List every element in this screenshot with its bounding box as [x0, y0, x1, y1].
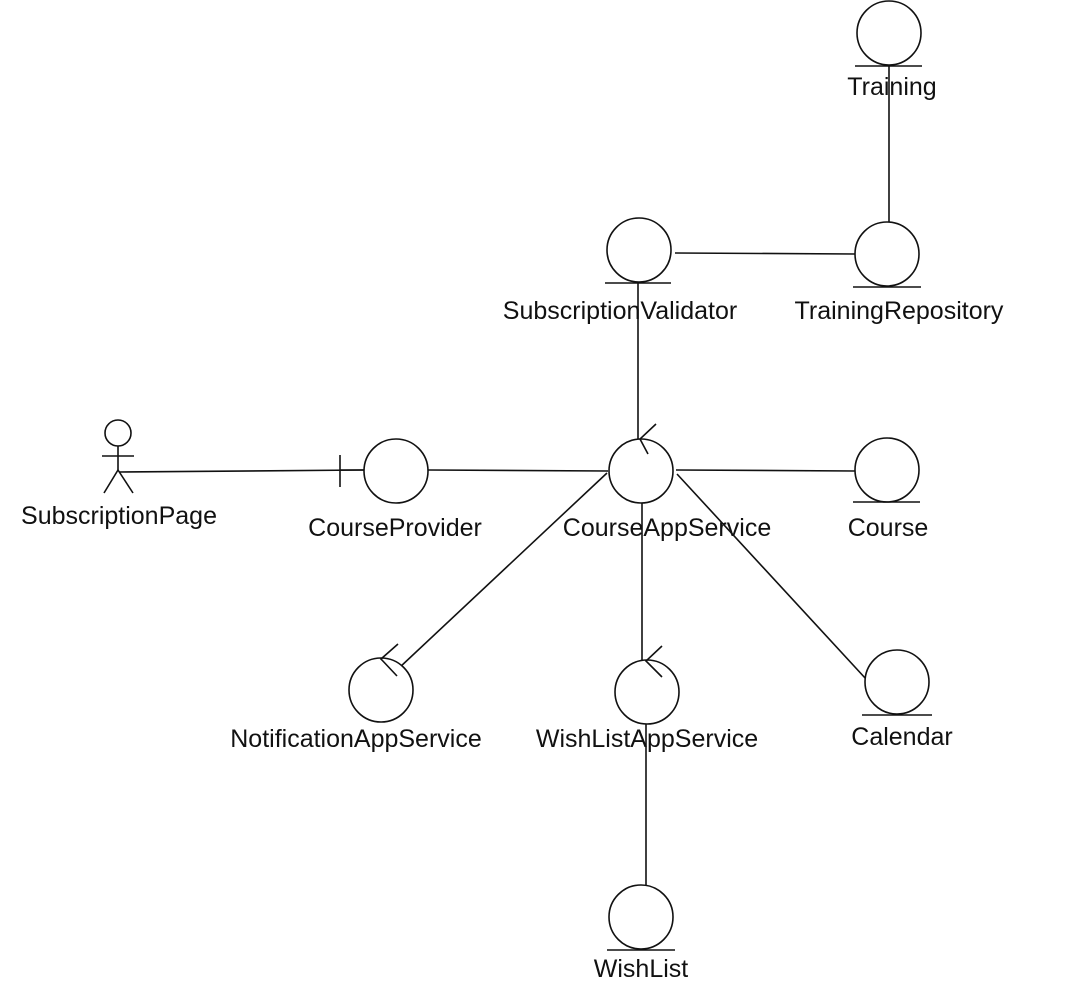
connection-subscriptionpage-courseprovider: [118, 469, 365, 473]
entity-circle: [854, 437, 920, 503]
control-label: NotificationAppService: [230, 725, 482, 753]
control-label: WishListAppService: [536, 725, 758, 753]
control-course-app-service[interactable]: CourseAppService: [563, 423, 771, 542]
entity-circle: [606, 217, 672, 283]
connection-courseappservice-course: [675, 469, 856, 472]
connection-courseappservice-notificationappservice: [398, 472, 608, 669]
control-circle: [614, 659, 680, 725]
entity-calendar[interactable]: Calendar: [851, 649, 953, 751]
control-arrowhead: [379, 643, 399, 677]
connection-courseappservice-calendar: [676, 473, 867, 680]
actor-label: SubscriptionPage: [21, 502, 217, 530]
entity-label: SubscriptionValidator: [503, 297, 737, 325]
boundary-course-provider[interactable]: CourseProvider: [308, 438, 482, 542]
entity-label: Calendar: [851, 723, 952, 751]
entity-wishlist[interactable]: WishList: [594, 884, 689, 983]
connections: [118, 66, 890, 886]
entity-training[interactable]: Training: [847, 0, 937, 101]
entity-training-repository[interactable]: TrainingRepository: [795, 221, 1004, 325]
connection-subscriptionvalidator-trainingrepository: [674, 252, 856, 255]
control-label: CourseAppService: [563, 514, 771, 542]
entity-label: WishList: [594, 955, 689, 983]
entity-course[interactable]: Course: [848, 437, 929, 542]
entity-circle: [864, 649, 930, 715]
control-wishlist-app-service[interactable]: WishListAppService: [536, 645, 758, 753]
entity-circle: [856, 0, 922, 66]
actor-left-leg: [103, 469, 119, 494]
entity-label: Training: [847, 73, 936, 101]
control-arrowhead: [639, 423, 657, 455]
entity-label: TrainingRepository: [795, 297, 1004, 325]
connection-courseprovider-courseappservice: [427, 469, 609, 472]
boundary-label: CourseProvider: [308, 514, 482, 542]
actor-head: [104, 419, 132, 447]
control-arrowhead: [644, 645, 663, 678]
entity-label: Course: [848, 514, 929, 542]
actor-subscription-page[interactable]: SubscriptionPage: [21, 419, 217, 530]
control-circle: [608, 438, 674, 504]
entity-circle: [854, 221, 920, 287]
entity-subscription-validator[interactable]: SubscriptionValidator: [503, 217, 737, 325]
boundary-circle: [363, 438, 429, 504]
control-notification-app-service[interactable]: NotificationAppService: [230, 643, 482, 753]
entity-circle: [608, 884, 674, 950]
actor-right-leg: [117, 469, 134, 494]
control-circle: [348, 657, 414, 723]
